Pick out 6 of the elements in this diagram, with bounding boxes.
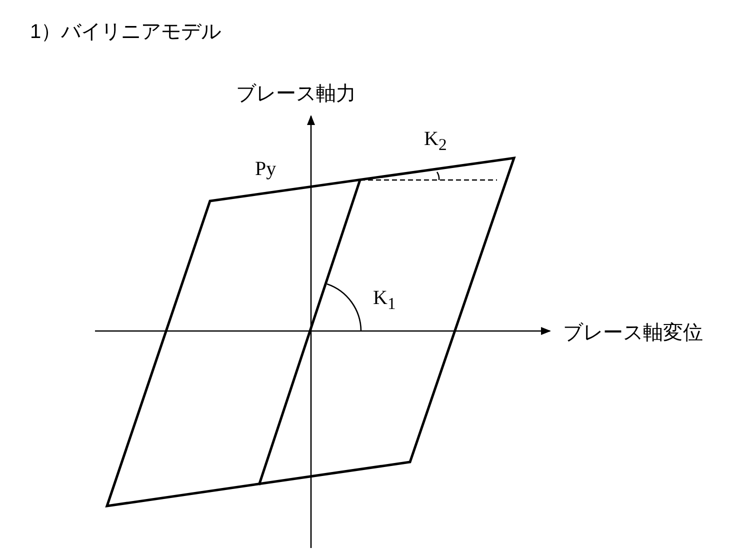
axis-label: ブレース軸変位 [563, 321, 703, 346]
load-label: Py [255, 158, 276, 181]
title: 1）バイリニアモデル [30, 20, 222, 45]
stiffness-label: K$_{2}$ [424, 128, 447, 155]
stiffness-label: K$_{1}$ [373, 287, 396, 314]
axis-label: ブレース軸力 [236, 82, 356, 107]
